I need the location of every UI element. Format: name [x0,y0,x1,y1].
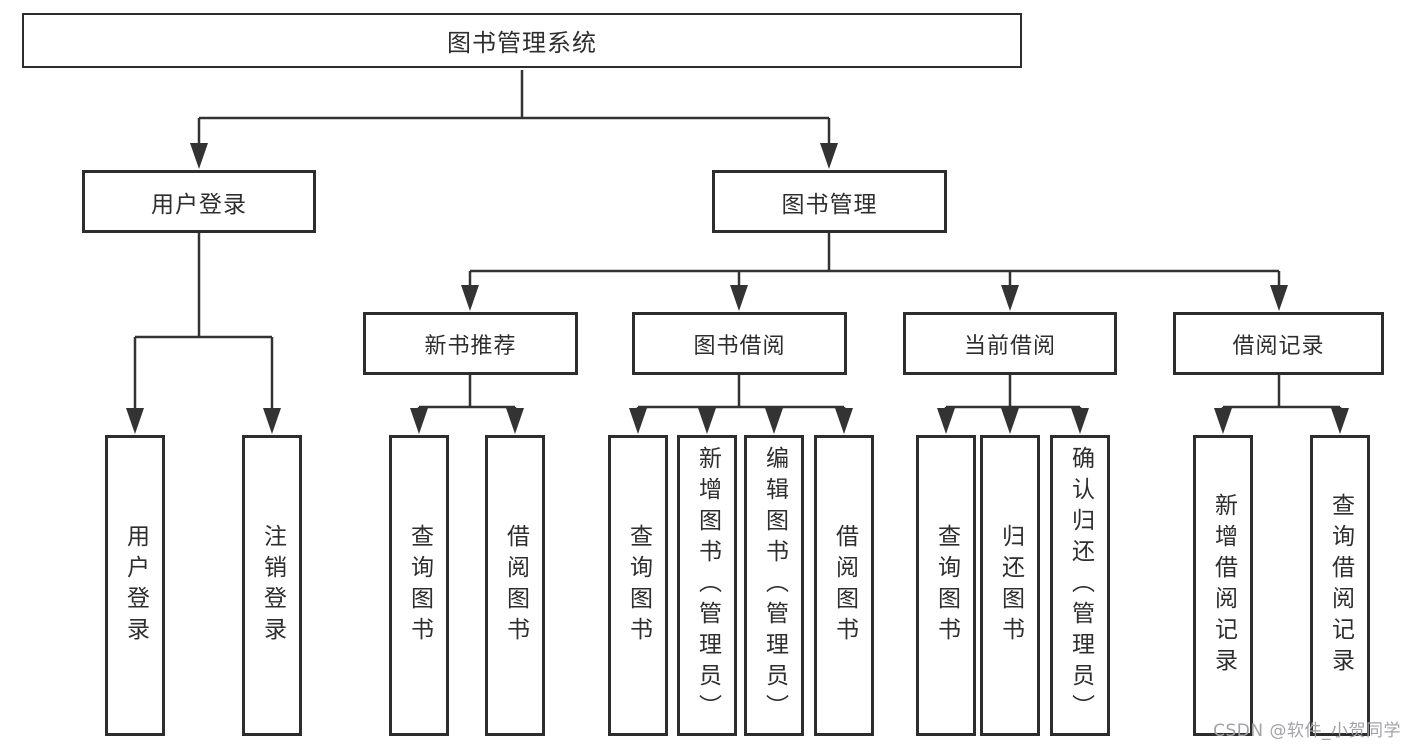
watermark: CSDN @软件_小贺同学 [1213,721,1401,741]
node-leaf-borrow-book-2: 借阅图书 [814,435,874,736]
arrowhead-down-icon [1270,285,1288,311]
node-label: 用户登录 [151,191,247,218]
node-label: 确认归还（管理员） [1067,446,1094,725]
node-leaf-query-record: 查询借阅记录 [1310,435,1370,736]
node-label: 当前借阅 [963,333,1056,359]
arrowhead-down-icon [765,408,783,434]
node-label: 查询图书 [406,523,433,648]
node-label: 用户登录 [122,523,149,648]
arrowhead-down-icon [506,408,524,434]
node-label: 新书推荐 [424,333,517,359]
node-label: 查询图书 [933,523,960,648]
arrowhead-down-icon [1001,408,1019,434]
node-leaf-confirm-return: 确认归还（管理员） [1050,435,1110,736]
node-label: 借阅图书 [831,523,858,648]
arrowhead-down-icon [410,408,428,434]
arrowhead-down-icon [1331,408,1349,434]
node-label: 图书借阅 [693,333,786,359]
arrowhead-down-icon [629,408,647,434]
arrowhead-down-icon [698,408,716,434]
node-leaf-add-book: 新增图书（管理员） [677,435,737,736]
node-root: 图书管理系统 [22,13,1022,68]
node-label: 查询借阅记录 [1327,492,1354,679]
node-leaf-query-book-2: 查询图书 [608,435,668,736]
node-new-book-rec: 新书推荐 [363,312,578,375]
node-book-borrow: 图书借阅 [632,312,847,375]
node-current-borrow: 当前借阅 [903,312,1117,375]
arrowhead-down-icon [937,408,955,434]
arrowhead-down-icon [190,143,208,169]
node-label: 注销登录 [259,523,286,648]
node-label: 编辑图书（管理员） [761,446,788,725]
arrowhead-down-icon [730,285,748,311]
node-label: 借阅图书 [502,523,529,648]
arrowhead-down-icon [835,408,853,434]
arrowhead-down-icon [1214,408,1232,434]
node-user-login: 用户登录 [82,170,316,233]
node-leaf-user-login: 用户登录 [105,435,165,736]
node-leaf-edit-book: 编辑图书（管理员） [744,435,804,736]
node-borrow-records: 借阅记录 [1173,312,1384,375]
node-label: 归还图书 [997,523,1024,648]
node-label: 新增图书（管理员） [694,446,721,725]
arrowhead-down-icon [461,285,479,311]
arrowhead-down-icon [1071,408,1089,434]
node-label: 图书管理系统 [447,29,597,57]
node-label: 查询图书 [625,523,652,648]
node-leaf-add-record: 新增借阅记录 [1193,435,1253,736]
arrowhead-down-icon [126,408,144,434]
node-leaf-logout: 注销登录 [242,435,302,736]
arrowhead-down-icon [263,408,281,434]
node-leaf-return-book: 归还图书 [980,435,1040,736]
arrowhead-down-icon [820,143,838,169]
node-book-mgmt: 图书管理 [712,170,947,233]
node-label: 图书管理 [781,191,878,218]
node-leaf-query-book-3: 查询图书 [916,435,976,736]
node-label: 借阅记录 [1232,333,1325,359]
arrowhead-down-icon [1001,285,1019,311]
node-leaf-query-book-1: 查询图书 [389,435,449,736]
node-label: 新增借阅记录 [1210,492,1237,679]
node-leaf-borrow-book-1: 借阅图书 [485,435,545,736]
